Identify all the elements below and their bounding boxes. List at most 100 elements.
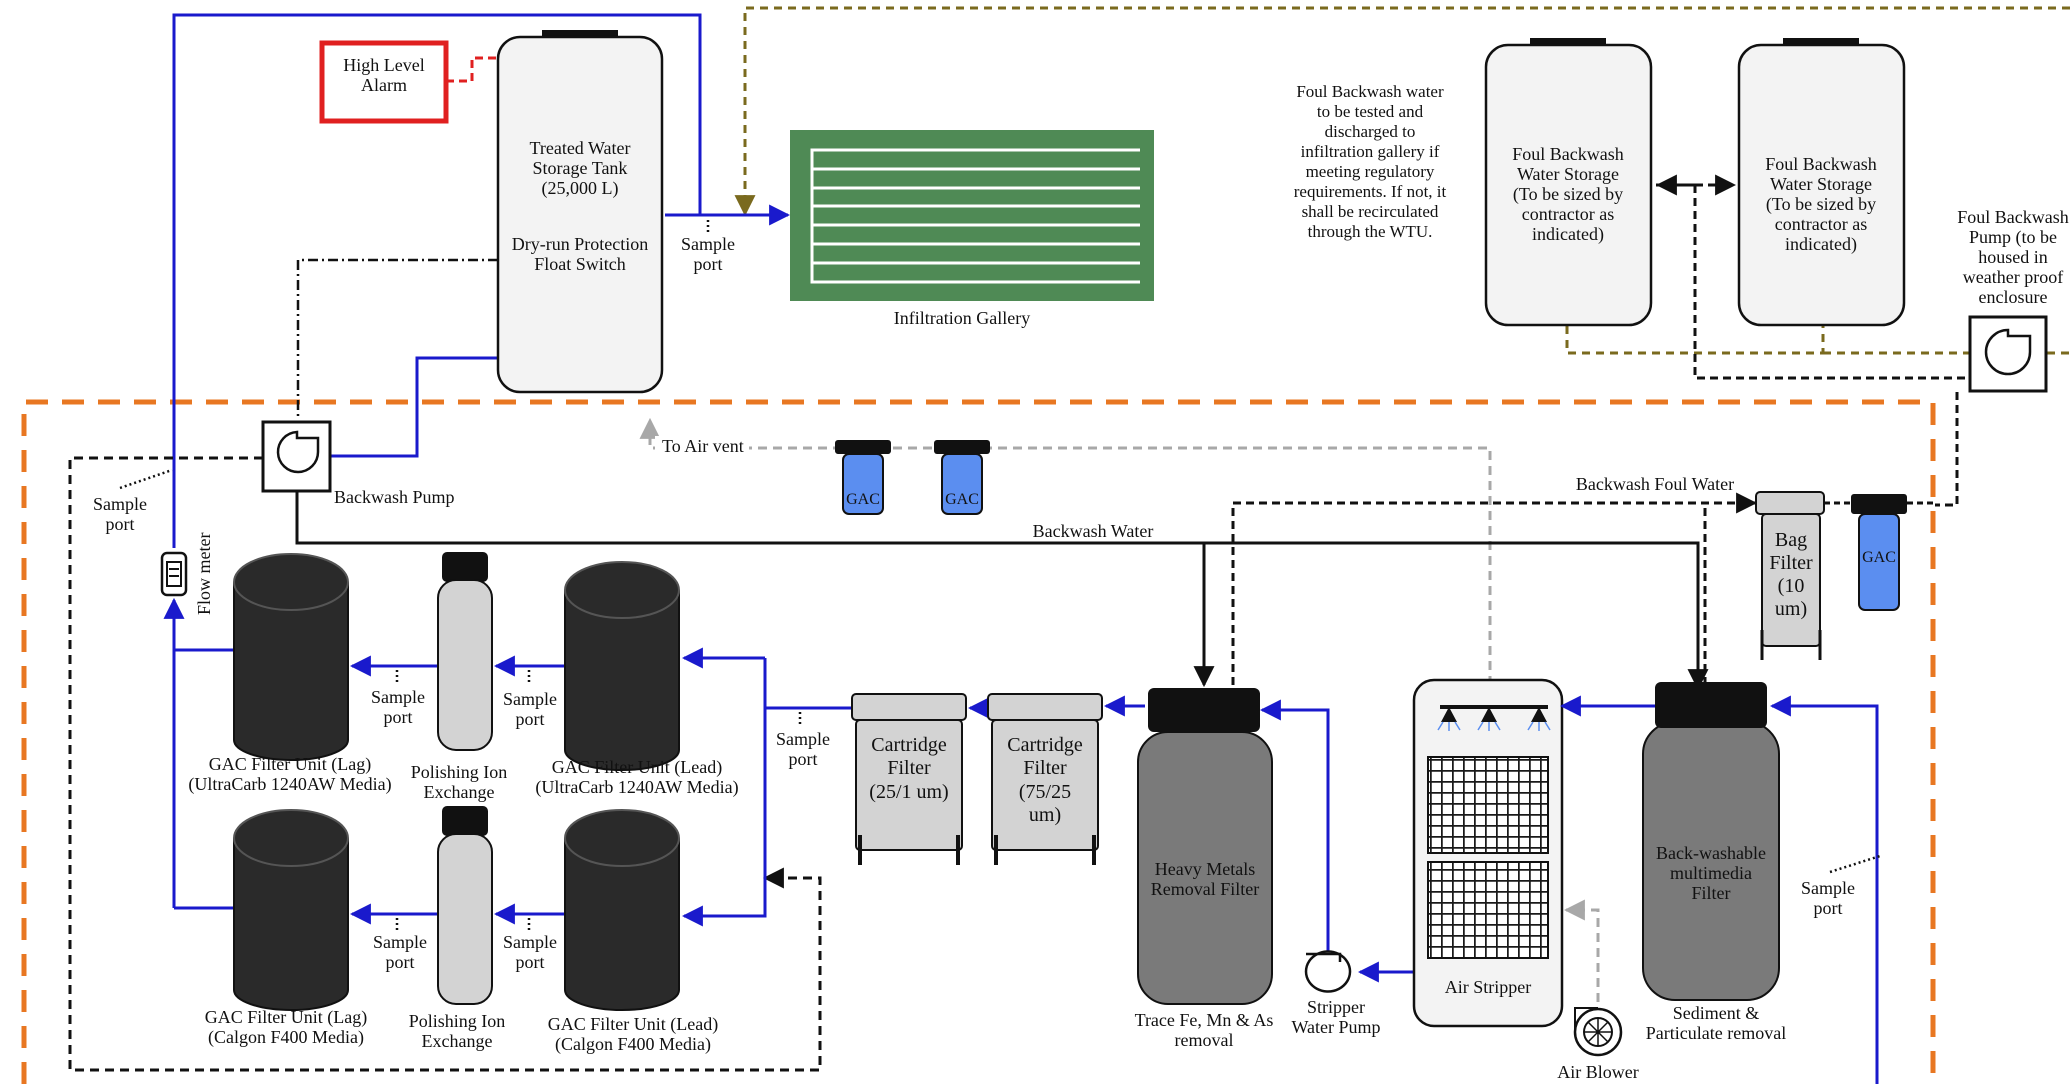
svg-text:indicated): indicated): [1532, 224, 1604, 245]
svg-text:Foul Backwash water: Foul Backwash water: [1296, 82, 1444, 101]
svg-text:Filter: Filter: [1023, 757, 1067, 779]
svg-text:Foul Backwash: Foul Backwash: [1957, 207, 2069, 227]
treated-water-line: [172, 13, 791, 548]
cartridge-filter-1: Cartridge Filter (25/1 um): [851, 693, 967, 865]
sample-port-top-2: port: [694, 254, 723, 274]
svg-text:Cartridge: Cartridge: [871, 734, 947, 756]
svg-text:Back-washable: Back-washable: [1656, 843, 1766, 863]
svg-text:to be tested and: to be tested and: [1317, 102, 1424, 121]
svg-text:Heavy Metals: Heavy Metals: [1155, 859, 1255, 879]
multimedia-caption-2: Particulate removal: [1646, 1023, 1786, 1043]
polishing-ion-exchange-bot: [437, 806, 493, 1005]
multimedia-filter: Back-washable multimedia Filter: [1642, 682, 1780, 1001]
polishing-ion-exchange-top: [437, 552, 493, 751]
gac-lead-bot-label-2: (Calgon F400 Media): [555, 1034, 711, 1055]
stripper-water-pump: [1304, 950, 1352, 993]
svg-text:weather proof: weather proof: [1963, 267, 2063, 287]
sample-port-3-b: port: [386, 952, 415, 972]
gac-lag-top: [233, 553, 349, 761]
gac-lead-top-label-1: GAC Filter Unit (Lead): [552, 757, 722, 778]
air-blower-label: Air Blower: [1557, 1062, 1638, 1082]
heavy-metals-caption-2: removal: [1175, 1030, 1234, 1050]
heavy-metals-caption-1: Trace Fe, Mn & As: [1135, 1010, 1274, 1030]
cartridge-filter-2: Cartridge Filter (75/25 um): [987, 693, 1103, 865]
sample-port-right-2: port: [1814, 898, 1843, 918]
tank-label-1: Treated Water: [529, 138, 630, 158]
gac-feed-manifold: [681, 706, 852, 927]
sample-port-left-leader: [119, 468, 173, 490]
svg-text:requirements. If not, it: requirements. If not, it: [1294, 182, 1447, 201]
tank-to-backwash-pump-line: [330, 356, 502, 458]
gac-lag-bot-label-1: GAC Filter Unit (Lag): [205, 1007, 367, 1028]
backwash-foul-water-label: Backwash Foul Water: [1576, 474, 1734, 494]
bag-filter: Bag Filter (10 um): [1755, 491, 1825, 660]
alarm-signal-line: [446, 56, 500, 83]
svg-text:(10: (10: [1778, 575, 1805, 597]
svg-text:Removal Filter: Removal Filter: [1151, 879, 1259, 899]
backwash-foul-water-line: [1231, 492, 1758, 685]
gac-lag-top-label-2: (UltraCarb 1240AW Media): [188, 774, 391, 795]
left-dashed-return: [68, 456, 822, 1072]
svg-text:GAC: GAC: [846, 491, 880, 508]
gac-vent-1: GAC: [835, 440, 891, 515]
svg-text:Filter: Filter: [1769, 552, 1813, 574]
svg-text:(75/25: (75/25: [1019, 781, 1071, 803]
svg-text:Foul Backwash: Foul Backwash: [1512, 144, 1624, 164]
polish-bot-label-1: Polishing Ion: [409, 1011, 506, 1031]
foul-backwash-pump: Foul Backwash Pump (to be housed in weat…: [1957, 207, 2069, 393]
svg-text:(To be sized by: (To be sized by: [1766, 194, 1876, 215]
gac-lag-top-label-1: GAC Filter Unit (Lag): [209, 754, 371, 775]
svg-text:um): um): [1775, 598, 1807, 620]
multimedia-caption-1: Sediment &: [1673, 1003, 1760, 1023]
backwash-pump-label: Backwash Pump: [334, 487, 455, 507]
svg-text:contractor as: contractor as: [1775, 214, 1867, 234]
svg-text:Bag: Bag: [1775, 529, 1807, 551]
foul-backwash-note: Foul Backwash water to be tested and dis…: [1294, 82, 1447, 241]
svg-text:enclosure: enclosure: [1979, 287, 2048, 307]
gac-lag-bot-label-2: (Calgon F400 Media): [208, 1027, 364, 1048]
gac-lead-top: [564, 561, 680, 771]
svg-text:contractor as: contractor as: [1522, 204, 1614, 224]
sample-port-2-a: Sample: [503, 689, 557, 709]
svg-text:Air Stripper: Air Stripper: [1445, 977, 1531, 997]
svg-text:housed in: housed in: [1978, 247, 2048, 267]
sample-port-4-a: Sample: [503, 932, 557, 952]
svg-text:Pump (to be: Pump (to be: [1969, 227, 2057, 248]
svg-text:infiltration gallery if: infiltration gallery if: [1301, 142, 1440, 161]
stripper-pump-label-1: Stripper: [1307, 997, 1365, 1017]
gac-lead-bot: [564, 809, 680, 1011]
sample-port-3-a: Sample: [373, 932, 427, 952]
foul-backwash-storage-2: Foul Backwash Water Storage (To be sized…: [1737, 38, 1906, 327]
sample-port-2-b: port: [516, 709, 545, 729]
high-level-alarm-line2: Alarm: [361, 75, 407, 95]
polish-top-label-1: Polishing Ion: [411, 762, 508, 782]
pump-to-heavy-metals: [1259, 699, 1330, 958]
gac-lead-top-label-2: (UltraCarb 1240AW Media): [535, 777, 738, 798]
svg-text:(25/1 um): (25/1 um): [869, 781, 948, 803]
raw-water-inlet: [1769, 695, 1879, 1084]
svg-text:Water Storage: Water Storage: [1517, 164, 1619, 184]
foul-backwash-storage-1: Foul Backwash Water Storage (To be sized…: [1484, 38, 1653, 327]
sample-port-right-1: Sample: [1801, 878, 1855, 898]
backwash-pump: [261, 420, 332, 493]
blower-to-stripper: [1563, 899, 1600, 1002]
svg-text:through the WTU.: through the WTU.: [1308, 222, 1433, 241]
svg-text:Water Storage: Water Storage: [1770, 174, 1872, 194]
flow-meter-label: Flow meter: [194, 533, 214, 616]
svg-text:discharged to: discharged to: [1325, 122, 1416, 141]
air-stripper: Air Stripper: [1412, 678, 1564, 1028]
sample-port-left-1: Sample: [93, 494, 147, 514]
olive-line-top: [734, 6, 2070, 217]
high-level-alarm-line1: High Level: [343, 55, 424, 75]
sample-port-top-1: Sample: [681, 234, 735, 254]
air-vent-line: [639, 417, 1492, 700]
sample-port-left-2: port: [106, 514, 135, 534]
svg-text:GAC: GAC: [945, 491, 979, 508]
gac-vent-2: GAC: [934, 440, 990, 515]
tank-label-5: Dry-run Protection: [512, 234, 648, 254]
polish-top-label-2: Exchange: [424, 782, 495, 802]
gac-lead-bot-label-1: GAC Filter Unit (Lead): [548, 1014, 718, 1035]
svg-text:shall be recirculated: shall be recirculated: [1302, 202, 1439, 221]
tank-label-6: Float Switch: [534, 254, 626, 274]
polish-bot-label-2: Exchange: [422, 1031, 493, 1051]
